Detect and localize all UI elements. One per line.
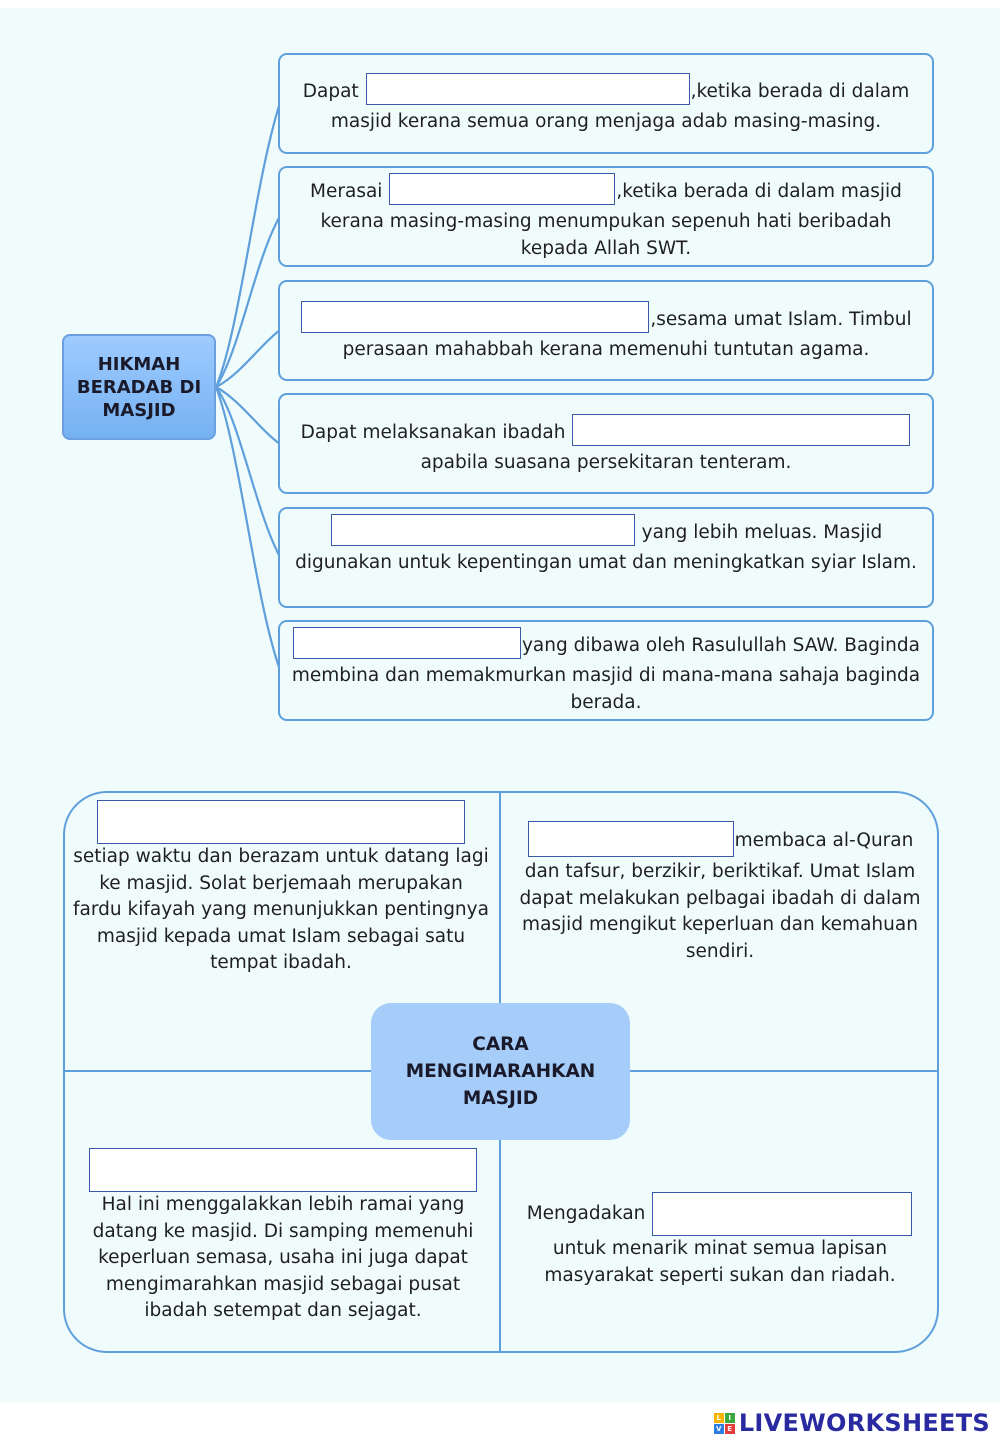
cara-title: CARA MENGIMARAHKAN MASJID — [371, 1003, 630, 1140]
hikmah-item-6: yang dibawa oleh Rasulullah SAW. Baginda… — [278, 620, 934, 721]
hikmah-item-3-after: ,sesama umat Islam. Timbul perasaan maha… — [342, 309, 912, 360]
answer-blank-10[interactable] — [652, 1192, 913, 1236]
hikmah-item-4-after: apabila suasana persekitaran tenteram. — [420, 452, 792, 473]
hikmah-item-1: Dapat ,ketika berada di dalam masjid ker… — [278, 53, 934, 154]
hikmah-item-1-before: Dapat — [302, 81, 359, 102]
hikmah-title: HIKMAH BERADAB DI MASJID — [62, 334, 216, 440]
answer-blank-5[interactable] — [330, 514, 635, 546]
hikmah-item-5-after: yang lebih meluas. Masjid digunakan untu… — [295, 522, 917, 573]
brand-name: LIVEWORKSHEETS — [738, 1409, 990, 1437]
answer-blank-8[interactable] — [527, 821, 734, 857]
hikmah-item-1-after: ,ketika berada di dalam masjid kerana se… — [330, 81, 910, 132]
hikmah-item-2-after: ,ketika berada di dalam masjid kerana ma… — [320, 181, 902, 259]
cara-bottom-left-text: Hal ini menggalakkan lebih ramai yang da… — [92, 1194, 474, 1321]
hikmah-item-2-before: Merasai — [310, 181, 383, 202]
hikmah-item-4: Dapat melaksanakan ibadah apabila suasan… — [278, 393, 934, 494]
cara-top-left: setiap waktu dan berazam untuk datang la… — [72, 800, 490, 977]
hikmah-item-3: ,sesama umat Islam. Timbul perasaan maha… — [278, 280, 934, 381]
answer-blank-7[interactable] — [97, 800, 465, 844]
answer-blank-4[interactable] — [572, 414, 911, 446]
hikmah-item-5: yang lebih meluas. Masjid digunakan untu… — [278, 507, 934, 608]
hikmah-item-6-after: yang dibawa oleh Rasulullah SAW. Baginda… — [291, 635, 921, 713]
answer-blank-2[interactable] — [389, 173, 616, 205]
cara-top-right: membaca al-Quran dan tafsur, berzikir, b… — [508, 821, 932, 965]
hikmah-item-4-before: Dapat melaksanakan ibadah — [300, 422, 566, 443]
cara-title-text: CARA MENGIMARAHKAN MASJID — [405, 1034, 596, 1109]
cara-bottom-right-before: Mengadakan — [526, 1203, 646, 1224]
answer-blank-6[interactable] — [292, 627, 521, 659]
cara-top-left-text: setiap waktu dan berazam untuk datang la… — [73, 846, 489, 973]
cara-top-right-text: membaca al-Quran dan tafsur, berzikir, b… — [519, 830, 921, 962]
answer-blank-1[interactable] — [365, 73, 690, 105]
cara-bottom-right: Mengadakan untuk menarik minat semua lap… — [510, 1192, 930, 1289]
cara-bottom-left: Hal ini menggalakkan lebih ramai yang da… — [74, 1148, 492, 1325]
cara-bottom-right-text: untuk menarik minat semua lapisan masyar… — [544, 1238, 896, 1286]
hikmah-item-2: Merasai ,ketika berada di dalam masjid k… — [278, 166, 934, 267]
cara-quadrant-frame — [63, 791, 939, 1353]
answer-blank-3[interactable] — [301, 301, 650, 333]
answer-blank-9[interactable] — [89, 1148, 477, 1192]
